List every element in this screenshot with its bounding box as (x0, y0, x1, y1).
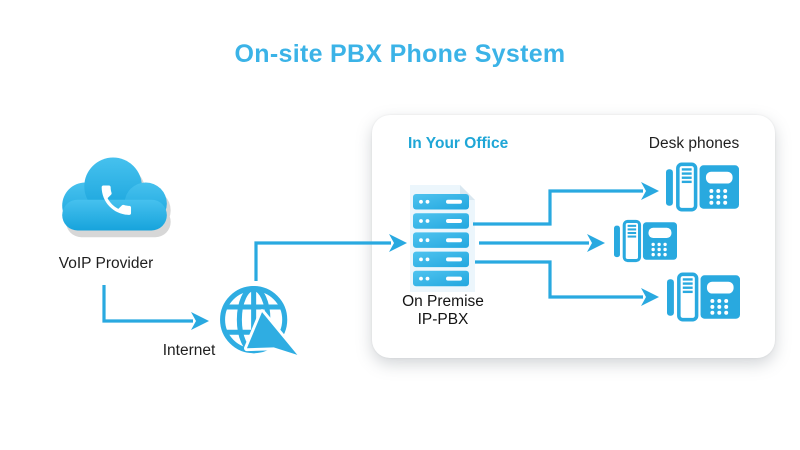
desk-phone-icon (666, 162, 739, 212)
office-heading: In Your Office (408, 135, 509, 152)
connector-internet-to-pbx (254, 241, 391, 281)
server-rack-icon (404, 183, 484, 295)
connector-voip-to-internet (102, 285, 193, 323)
internet-label: Internet (162, 342, 216, 359)
pbx-label-line1: On Premise (402, 293, 484, 310)
server-bars (413, 194, 469, 287)
page-title: On-site PBX Phone System (234, 40, 566, 68)
cloud-icon (50, 146, 180, 242)
pbx-label: On Premise IP-PBX (382, 293, 504, 329)
desk-phone-icon (614, 219, 677, 263)
pbx-label-line2: IP-PBX (417, 311, 469, 328)
phone-handset-icon (101, 185, 132, 215)
navigation-cursor-icon (243, 309, 299, 358)
desk-phone-icon (667, 272, 740, 322)
server-bar-leds (419, 199, 462, 281)
desk-phones-label: Desk phones (648, 135, 740, 152)
voip-provider-label: VoIP Provider (58, 255, 154, 272)
globe-icon (215, 281, 299, 365)
